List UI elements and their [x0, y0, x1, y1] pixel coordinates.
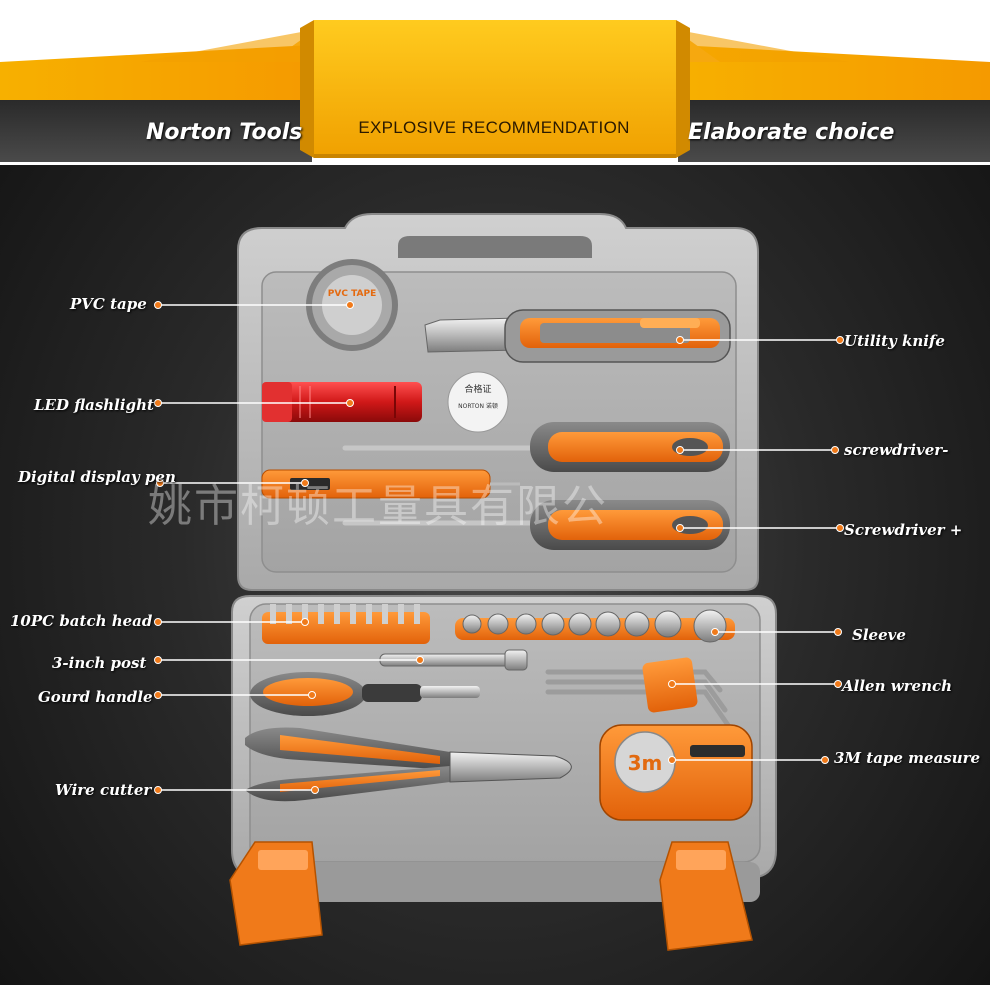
label-digital-display-pen: Digital display pen	[18, 468, 176, 486]
banner-left-text: Norton Tools	[146, 120, 303, 145]
case-latches	[229, 841, 753, 951]
led-flashlight	[262, 382, 422, 422]
tape-measure: 3m	[599, 724, 753, 821]
wire-cutter	[245, 727, 572, 802]
tape-measure-face: 3m	[628, 751, 663, 775]
label-screwdriver-plus: Screwdriver +	[844, 521, 963, 539]
extension-post	[379, 649, 528, 671]
label-wire-cutter: Wire cutter	[55, 781, 152, 799]
digital-display-pen	[261, 469, 520, 499]
label-gourd-handle: Gourd handle	[38, 688, 153, 706]
label-tape-measure: 3M tape measure	[834, 749, 981, 767]
callout-dots	[154, 301, 844, 794]
screwdriver-minus	[342, 422, 730, 472]
label-screwdriver-minus: screwdriver-	[844, 441, 949, 459]
label-sleeve: Sleeve	[852, 626, 906, 644]
qc-sticker-title: 合格证	[464, 383, 491, 395]
label-allen-wrench: Allen wrench	[842, 677, 953, 695]
toolbox-illustration: PVC TAPE 合格证 NORTON 诺顿	[154, 213, 844, 951]
label-3-inch-post: 3-inch post	[52, 654, 147, 672]
top-banner: EXPLOSIVE RECOMMENDATION Norton Tools El…	[0, 0, 990, 165]
screwdriver-plus	[342, 500, 730, 550]
allen-wrench-set	[545, 657, 733, 731]
banner-graphic	[0, 0, 990, 165]
utility-knife	[424, 309, 731, 363]
socket-rail	[455, 609, 735, 643]
banner-right-text: Elaborate choice	[688, 120, 895, 145]
banner-title: EXPLOSIVE RECOMMENDATION	[358, 118, 630, 137]
qc-sticker-brand: NORTON 诺顿	[458, 402, 498, 410]
callout-lines	[158, 304, 840, 791]
qc-sticker: 合格证 NORTON 诺顿	[447, 371, 509, 433]
pvc-tape-label: PVC TAPE	[328, 289, 376, 299]
label-led-flashlight: LED flashlight	[34, 396, 154, 414]
gourd-handle	[250, 672, 480, 716]
label-pvc-tape: PVC tape	[70, 295, 147, 313]
label-utility-knife: Utility knife	[844, 332, 945, 350]
label-batch-head: 10PC batch head	[10, 612, 153, 630]
watermark-text: 姚市柯顿工量具有限公	[148, 481, 608, 532]
